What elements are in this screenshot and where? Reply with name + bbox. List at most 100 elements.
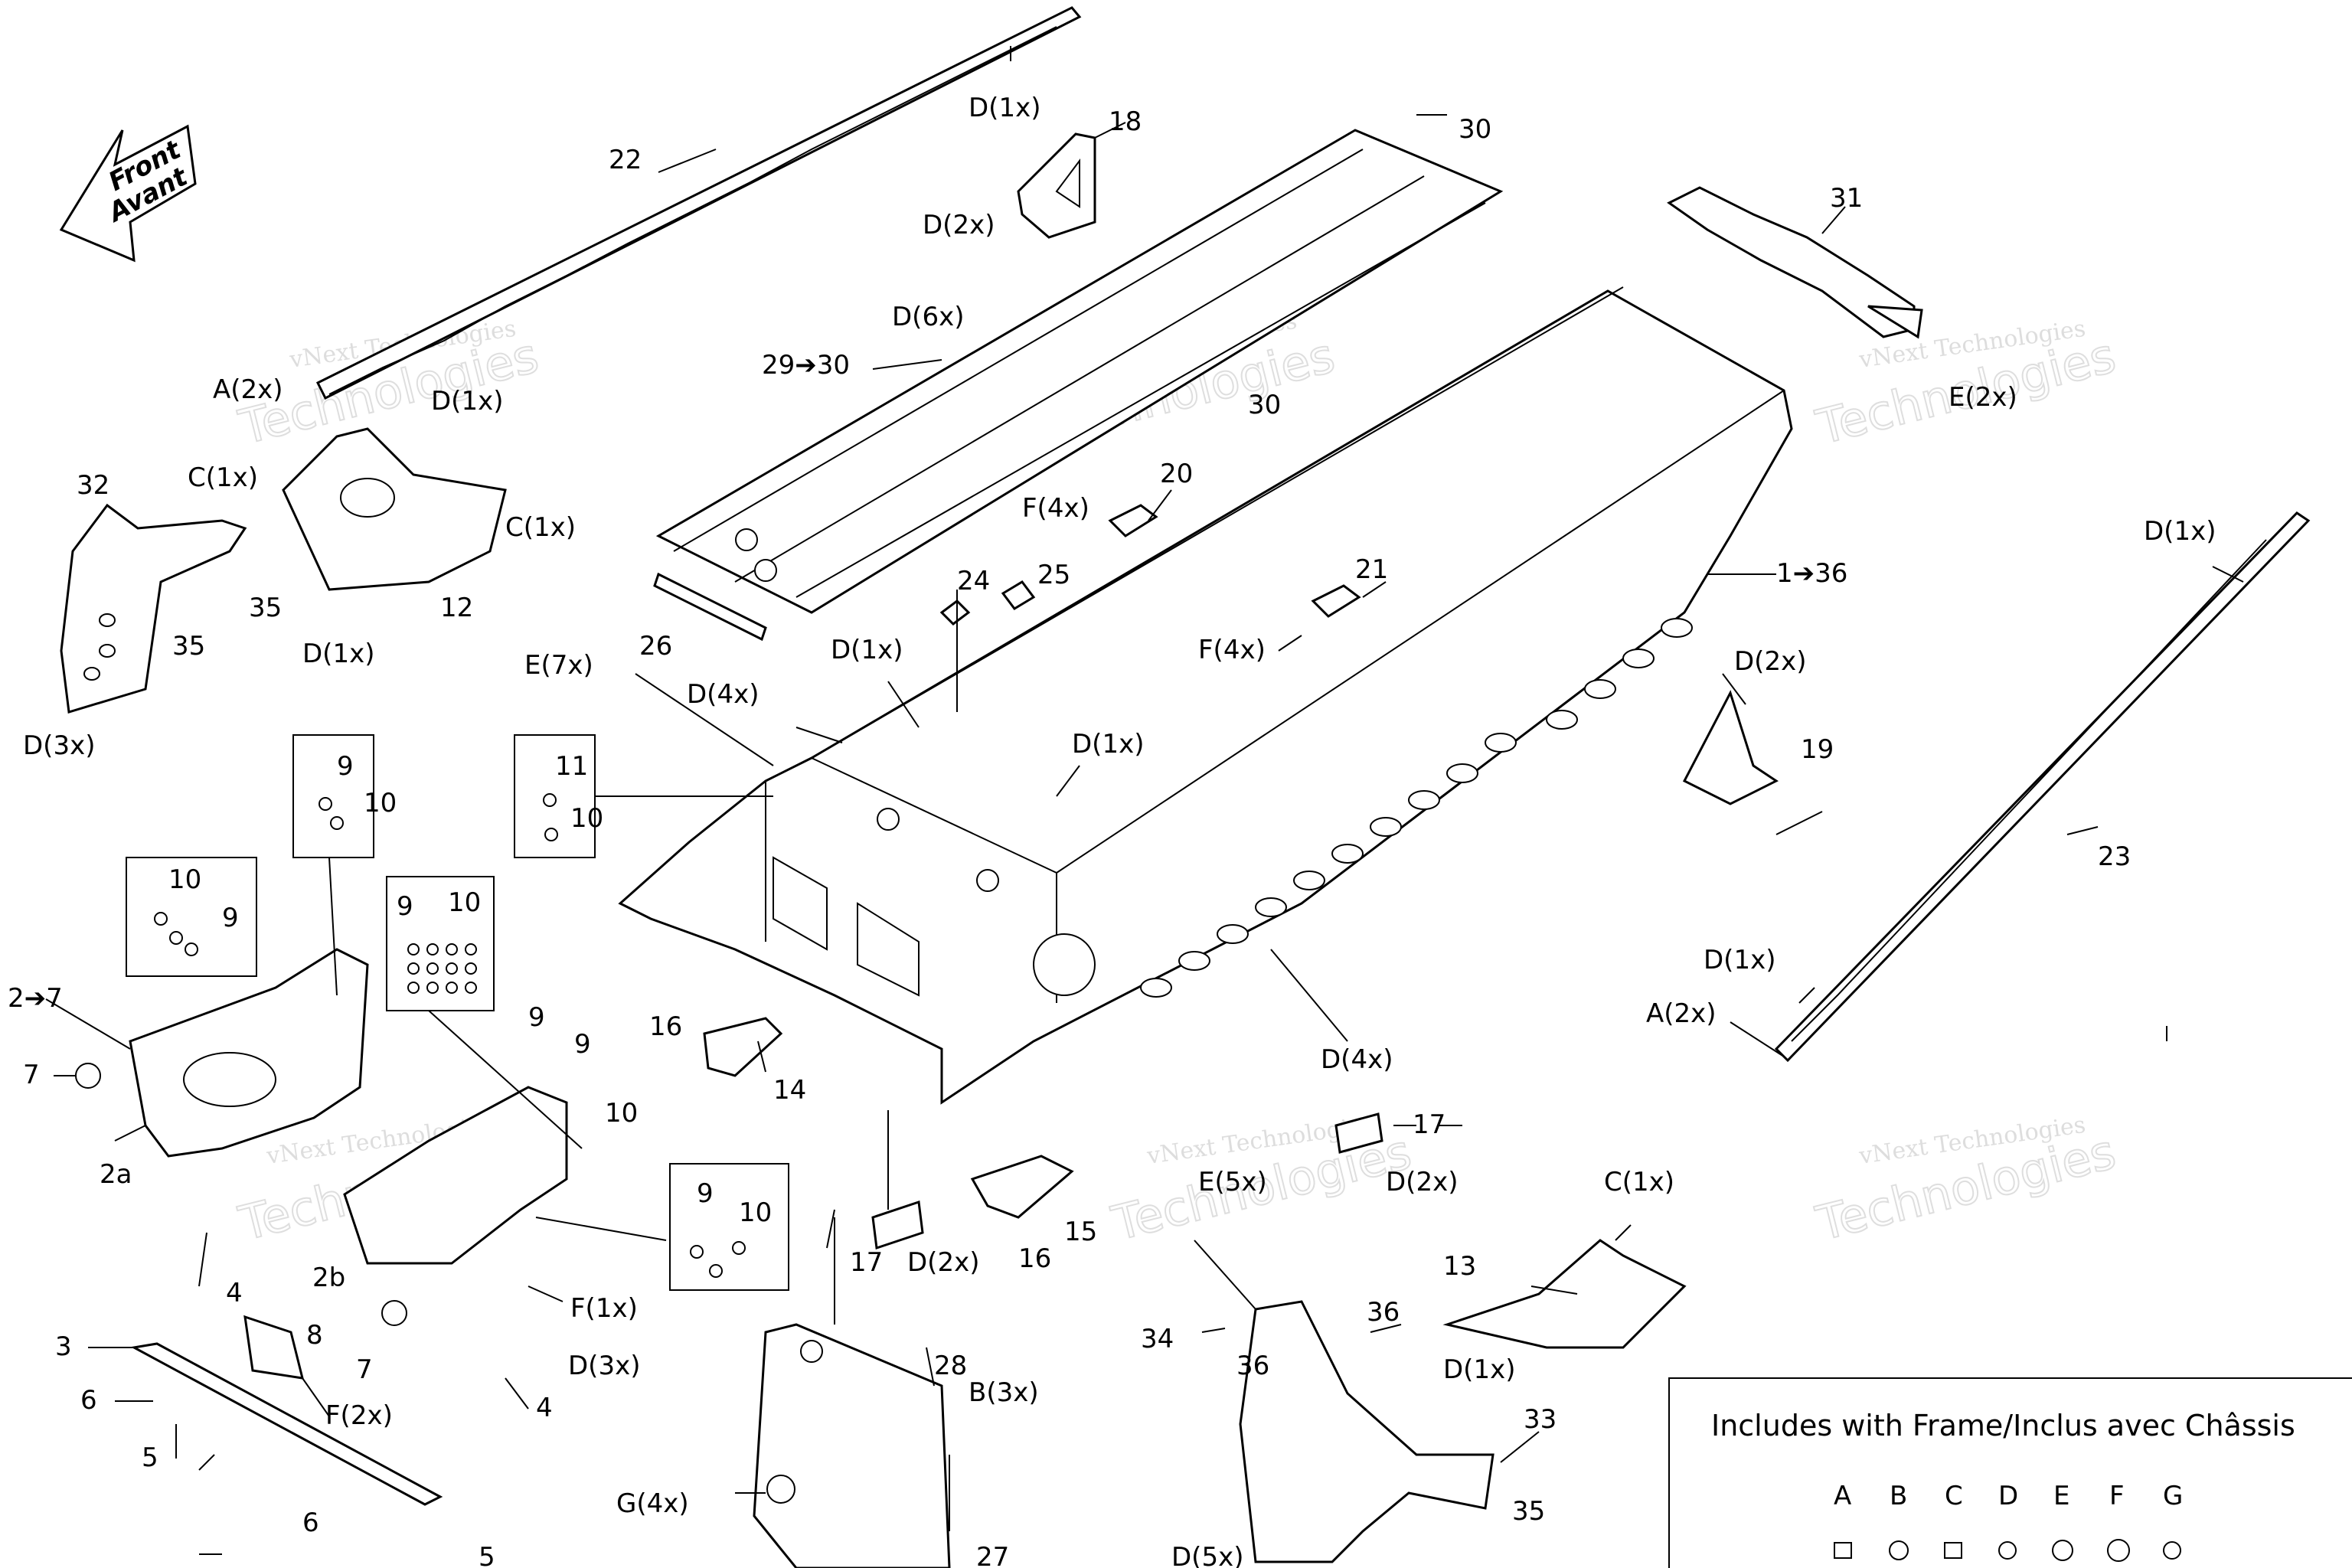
part-31-brace <box>1667 186 1923 339</box>
part-2a-front-frame <box>75 948 369 1158</box>
hw-g4x: G(4x) <box>616 1488 689 1519</box>
legend-letter-a: A <box>1834 1481 1851 1511</box>
callout-30-mid: 30 <box>1248 390 1281 420</box>
part-29-top-plate <box>655 129 1504 614</box>
callout-13: 13 <box>1443 1251 1476 1282</box>
hw-d1x-12: D(1x) <box>302 639 374 669</box>
fastener-a-icon <box>1834 1542 1852 1559</box>
legend-letter-b: B <box>1890 1481 1907 1511</box>
hw-d2x-18: D(2x) <box>923 210 995 240</box>
detail-box-9-10-c <box>386 876 495 1011</box>
tunnel-side-holes <box>1140 618 1693 998</box>
callout-7-lower: 7 <box>356 1354 373 1385</box>
leader-lines <box>45 46 2244 1555</box>
hw-c1x-13: C(1x) <box>1604 1167 1674 1197</box>
callout-6-upper: 6 <box>80 1385 97 1416</box>
callout-26: 26 <box>639 631 672 662</box>
callout-35-12: 35 <box>249 593 282 623</box>
hw-d1x-23: D(1x) <box>1704 945 1775 975</box>
callout-11: 11 <box>555 751 588 782</box>
part-8-plate <box>243 1315 305 1380</box>
legend-letter-e: E <box>2053 1481 2069 1511</box>
callout-10-box-a: 10 <box>364 788 397 818</box>
callout-29: 29➔30 <box>762 350 850 381</box>
part-2b-lower-frame <box>343 1086 568 1326</box>
callout-2: 2➔7 <box>8 983 63 1014</box>
callout-17-right: 17 <box>1413 1109 1446 1140</box>
hw-d1x-13: D(1x) <box>1443 1354 1515 1385</box>
callout-34: 34 <box>1141 1324 1174 1354</box>
hw-d1x-top: D(1x) <box>969 93 1040 123</box>
fastener-e-icon <box>2052 1540 2073 1561</box>
callout-4-left: 4 <box>226 1278 243 1308</box>
callout-35-32: 35 <box>172 631 205 662</box>
front-arrow-icon <box>59 124 197 263</box>
part-13-bracket <box>1442 1239 1687 1349</box>
hw-d4x-tunnel: D(4x) <box>1321 1044 1393 1075</box>
hw-e2x-31: E(2x) <box>1949 382 2017 413</box>
part-14-bracket <box>703 1017 783 1077</box>
callout-9-box-a: 9 <box>337 751 354 782</box>
callout-2b: 2b <box>312 1263 345 1293</box>
callout-9-frame: 9 <box>528 1002 545 1033</box>
callout-9-box-d: 9 <box>697 1178 714 1209</box>
part-18-bracket <box>1017 132 1096 239</box>
hw-c1x-32: C(1x) <box>188 462 258 493</box>
callout-8: 8 <box>306 1320 323 1351</box>
callout-10-box-11: 10 <box>570 803 603 834</box>
hw-d2x-17l: D(2x) <box>907 1247 979 1278</box>
callout-19: 19 <box>1801 734 1834 765</box>
fastener-g-icon <box>2163 1541 2181 1560</box>
callout-10-box-b: 10 <box>168 864 201 895</box>
part-26-strip <box>653 572 767 642</box>
hw-f2x: F(2x) <box>325 1400 393 1431</box>
callout-9-frame-b: 9 <box>574 1029 591 1060</box>
legend-box: Includes with Frame/Inclus avec Châssis … <box>1668 1377 2352 1568</box>
hw-e5x: E(5x) <box>1198 1167 1267 1197</box>
callout-6-lower: 6 <box>302 1508 319 1538</box>
callout-14: 14 <box>773 1075 806 1106</box>
part-12-bracket <box>282 427 507 591</box>
callout-23: 23 <box>2098 841 2131 872</box>
callout-33: 33 <box>1524 1404 1557 1435</box>
callout-1: 1➔36 <box>1776 558 1847 589</box>
part-20-bracket <box>1108 504 1158 537</box>
hw-d6x: D(6x) <box>892 302 964 332</box>
callout-5-lower: 5 <box>479 1542 495 1568</box>
callout-9-box-c: 9 <box>397 891 413 922</box>
part-25-clip <box>1001 580 1036 610</box>
hw-e7x: E(7x) <box>524 650 593 681</box>
callout-32: 32 <box>77 470 109 501</box>
callout-31: 31 <box>1830 183 1863 214</box>
legend-letter-d: D <box>1998 1481 2018 1511</box>
hw-f4x-20: F(4x) <box>1022 493 1089 524</box>
callout-10-box-d: 10 <box>739 1197 772 1228</box>
fastener-c-icon <box>1944 1542 1962 1559</box>
hw-a2x-right: A(2x) <box>1646 998 1717 1029</box>
part-1-tunnel <box>618 286 1793 1105</box>
part-15-bracket <box>970 1155 1074 1219</box>
callout-12: 12 <box>440 593 473 623</box>
tunnel-body <box>618 289 1793 1105</box>
callout-36-lower: 36 <box>1236 1351 1269 1381</box>
part-22-rail <box>315 6 1082 400</box>
part-33-rear-frame <box>1239 1300 1494 1563</box>
callout-35-33: 35 <box>1512 1496 1545 1527</box>
callout-4-right: 4 <box>536 1393 553 1423</box>
callout-16-right: 16 <box>1018 1243 1051 1274</box>
detail-box-9-10-a <box>292 734 374 858</box>
callout-21: 21 <box>1355 554 1388 585</box>
callout-27: 27 <box>976 1542 1009 1568</box>
part-23-rail <box>1774 511 2311 1063</box>
hw-a2x-left: A(2x) <box>213 374 283 405</box>
legend-frame <box>1668 1377 2352 1568</box>
front-arrow: Front Avant <box>59 124 197 263</box>
legend-letter-g: G <box>2163 1481 2183 1511</box>
callout-36-upper: 36 <box>1367 1297 1400 1328</box>
hw-d4x-top: D(4x) <box>687 679 759 710</box>
fastener-f-icon <box>2107 1539 2130 1562</box>
hw-d3x-32: D(3x) <box>23 730 95 761</box>
legend-letter-c: C <box>1945 1481 1963 1511</box>
part-27-radiator <box>753 1323 951 1568</box>
callout-20: 20 <box>1160 459 1193 489</box>
